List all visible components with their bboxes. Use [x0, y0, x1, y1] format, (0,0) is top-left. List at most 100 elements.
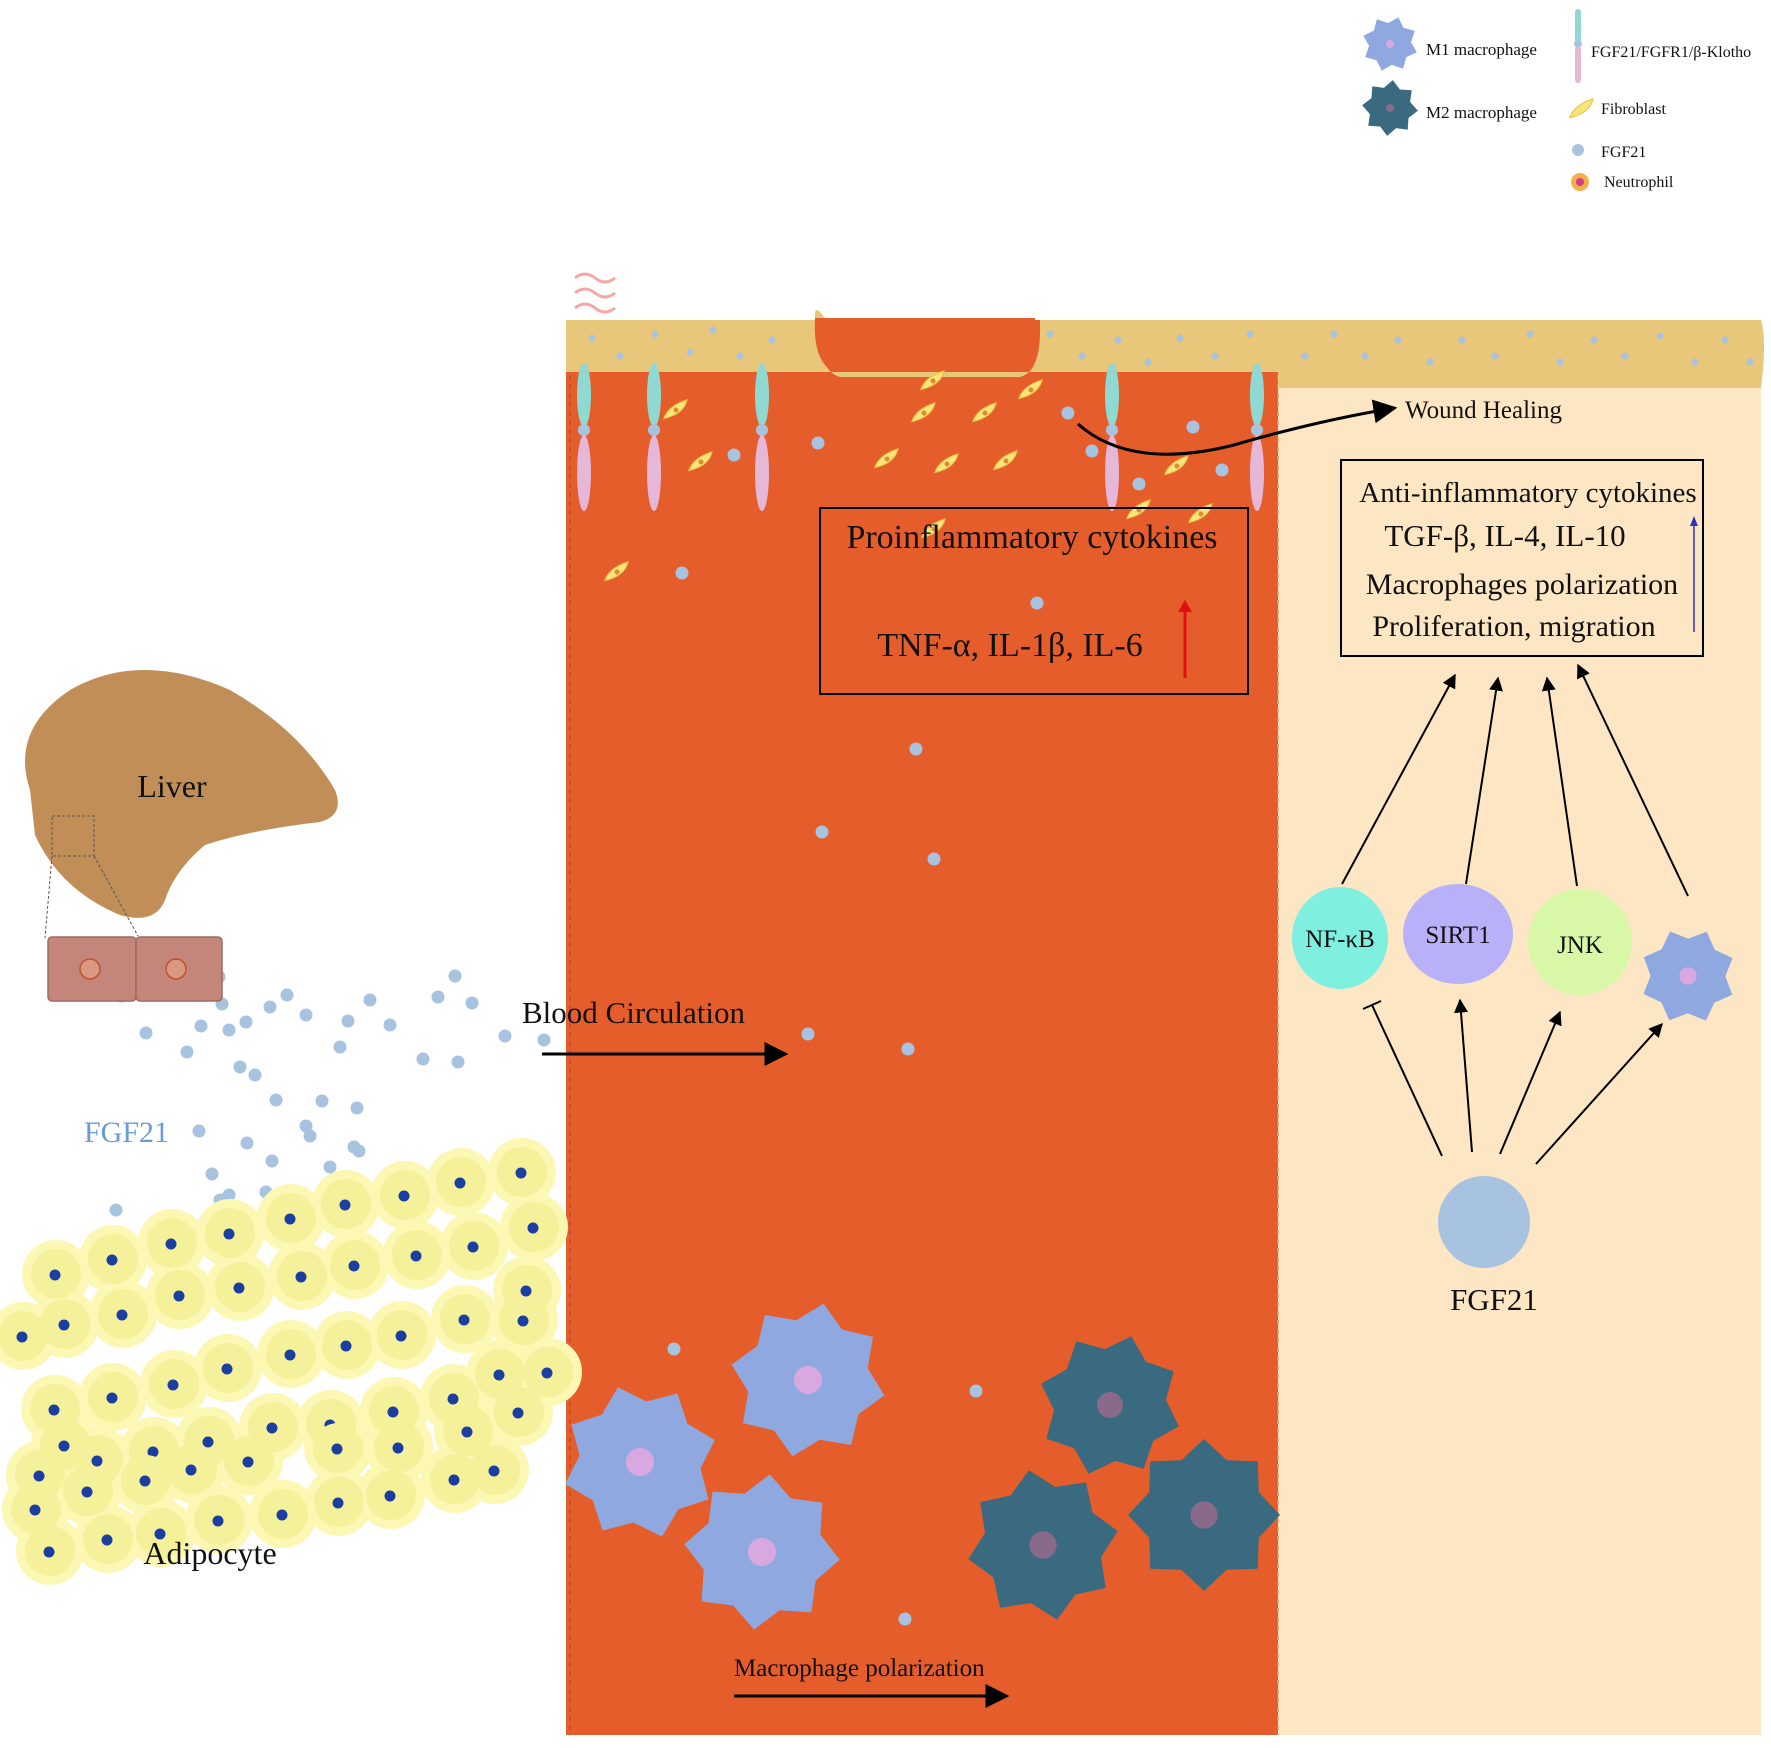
- liver-zoom-box: [51, 815, 95, 857]
- fgf21-dot: [416, 1052, 430, 1066]
- fibroblast: [910, 402, 936, 423]
- arrow-nfkb-to-effects: [1341, 673, 1456, 885]
- fgf21-dot: [801, 1027, 815, 1041]
- legend-neutrophil-nucleus: [1576, 178, 1584, 186]
- skin-dot: [1211, 352, 1219, 360]
- adipocyte-nucleus: [58, 1319, 70, 1331]
- skin-dot: [709, 326, 717, 334]
- legend-receptor-ligand: [1574, 40, 1582, 48]
- jnk-node: [1528, 889, 1632, 995]
- jnk-label: JNK: [1557, 932, 1603, 959]
- arrow-m2-to-effects: [1577, 663, 1689, 897]
- adipocyte-nucleus: [541, 1367, 553, 1379]
- fgf21-dot: [727, 448, 741, 462]
- adipocyte-nucleus: [212, 1515, 224, 1527]
- macrophage-polarization-label: Macrophage polarization: [734, 1655, 985, 1682]
- signaling-arrows: [1341, 663, 1689, 1165]
- fgf21-dot: [239, 1015, 253, 1029]
- adipocyte-nucleus: [202, 1436, 214, 1448]
- wound-healing-arrow: [1077, 399, 1398, 456]
- fgf21-dot: [265, 1154, 279, 1168]
- fgf21-dot: [909, 742, 923, 756]
- liver-shape: [25, 670, 338, 918]
- fgf21-dot: [815, 825, 829, 839]
- fgf21-dot: [233, 1060, 247, 1074]
- adipocyte-nucleus: [43, 1546, 55, 1558]
- adipocyte-nucleus: [458, 1314, 470, 1326]
- fibroblast-nucleus: [1174, 463, 1180, 469]
- skin-dot: [1746, 358, 1754, 366]
- receptor-ligand: [756, 424, 768, 436]
- skin-wave: [574, 287, 616, 299]
- m1-macrophage-nucleus: [625, 1447, 655, 1477]
- skin-dot: [1176, 334, 1184, 342]
- adipocyte-nucleus: [447, 1393, 459, 1405]
- skin-wave: [574, 302, 616, 314]
- adipocyte-nucleus: [233, 1282, 245, 1294]
- receptors: [577, 363, 1264, 511]
- fibroblast: [933, 453, 959, 474]
- adipocyte-nucleus: [147, 1446, 159, 1458]
- fgf21-dot: [667, 1342, 681, 1356]
- fibroblast-nucleus: [931, 526, 937, 532]
- adipocyte-nucleus: [448, 1474, 460, 1486]
- adipocyte-nucleus: [461, 1426, 473, 1438]
- fgf21-dot: [675, 566, 689, 580]
- adipocyte-nucleus: [16, 1331, 28, 1343]
- skin-dot: [1144, 358, 1152, 366]
- legend-fgf21-dot: [1572, 144, 1584, 156]
- skin-dot: [1526, 330, 1534, 338]
- fgf21-dot: [1061, 406, 1075, 420]
- legend-fibroblast-icon: [1568, 98, 1594, 119]
- wound-healing-label: Wound Healing: [1405, 397, 1562, 424]
- receptor-fgfr1: [647, 363, 661, 427]
- adipocytes: [0, 1138, 582, 1585]
- skin-dot: [1656, 332, 1664, 340]
- legend-receptor-label: FGF21/FGFR1/β-Klotho: [1591, 44, 1751, 61]
- skin-dot: [1301, 352, 1309, 360]
- adipocyte-nucleus: [106, 1254, 118, 1266]
- fibroblast: [662, 399, 688, 420]
- adipocyte-nucleus: [266, 1422, 278, 1434]
- adipocyte-nucleus: [48, 1404, 60, 1416]
- adipocyte-nucleus: [295, 1271, 307, 1283]
- adipocyte-nucleus: [165, 1238, 177, 1250]
- fgf21-dot: [315, 1094, 329, 1108]
- fgf21-dot: [451, 1055, 465, 1069]
- m2-macrophage-nucleus: [1097, 1392, 1123, 1418]
- legend-fgf21-label: FGF21: [1601, 144, 1646, 161]
- fibroblast: [687, 451, 713, 472]
- fgf21-source-node: [1438, 1176, 1530, 1268]
- adipocyte-nucleus: [154, 1528, 166, 1540]
- skin-dot: [588, 334, 596, 342]
- receptor-fgfr1: [1105, 363, 1119, 427]
- m1-macrophage-nucleus: [1679, 967, 1697, 985]
- fgf21-left-label: FGF21: [84, 1116, 169, 1149]
- m2-macrophage-nucleus: [1029, 1531, 1057, 1559]
- skin-dot: [1046, 330, 1054, 338]
- hepatocyte-nucleus: [79, 958, 101, 980]
- skin-dot: [1394, 336, 1402, 344]
- fgf21-dot: [205, 1167, 219, 1181]
- fibroblast: [603, 561, 629, 582]
- fgf21-dot: [303, 1129, 317, 1143]
- receptor-ligand: [578, 424, 590, 436]
- arrow-fgf21-to-m2: [1535, 1022, 1663, 1165]
- fgf21-dot: [811, 436, 825, 450]
- signaling-nodes: NF-κB SIRT1 JNK FGF21: [1292, 884, 1632, 1317]
- fgf21-dot: [350, 1101, 364, 1115]
- skin-dot: [616, 352, 624, 360]
- fgf21-dot: [280, 988, 294, 1002]
- fgf21-dot: [1085, 444, 1099, 458]
- fgf21-dot: [1030, 596, 1044, 610]
- adipocyte-nucleus: [58, 1440, 70, 1452]
- adipocyte-nucleus: [49, 1269, 61, 1281]
- skin-dot: [1691, 358, 1699, 366]
- fgf21-dot: [537, 1033, 551, 1047]
- skin-layer: [566, 272, 1764, 388]
- receptor-fgfr1: [755, 363, 769, 427]
- adipocyte-nucleus: [33, 1470, 45, 1482]
- adipocyte-nucleus: [339, 1199, 351, 1211]
- fibroblast: [873, 448, 899, 469]
